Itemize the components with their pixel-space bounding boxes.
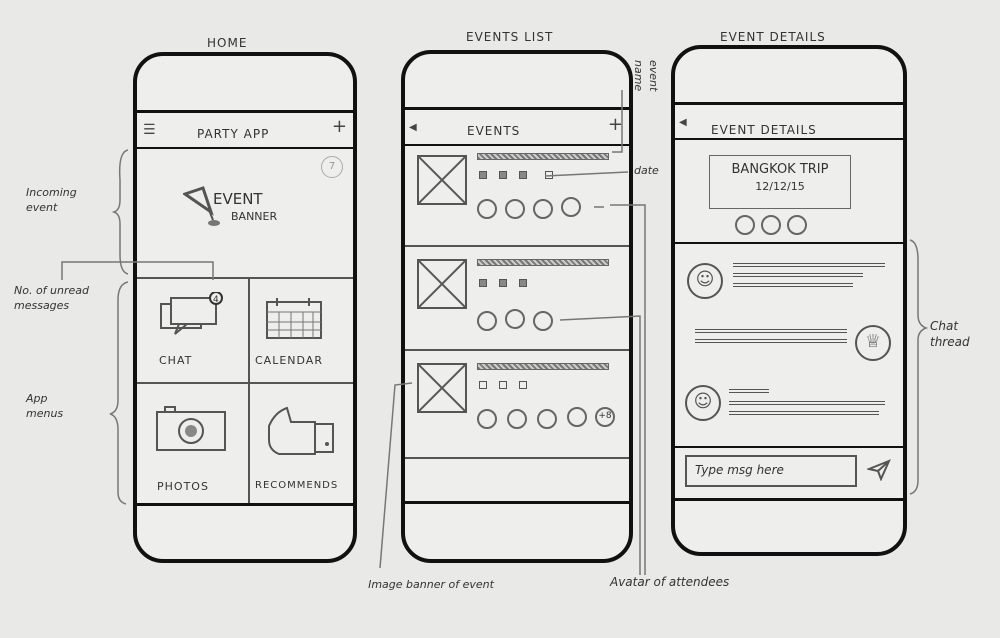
calendar-icon xyxy=(266,298,322,339)
user-avatar-icon: ☺ xyxy=(685,385,721,421)
annotation-chat-thread: Chat thread xyxy=(930,319,970,350)
chat-icon: 4 xyxy=(160,292,223,335)
event-image-placeholder xyxy=(417,155,467,205)
annotation-unread-messages: No. of unread messages xyxy=(14,284,90,312)
back-arrow-icon[interactable]: ◀ xyxy=(409,122,417,133)
back-arrow-icon[interactable]: ◀ xyxy=(679,117,687,128)
event-details-screen-title: EVENT DETAILS xyxy=(720,30,826,44)
annotation-image-banner: Image banner of event xyxy=(368,578,494,591)
event-name-bar xyxy=(477,259,609,266)
event-date: 12/12/15 xyxy=(755,180,805,193)
home-screen-title: HOME xyxy=(207,36,248,50)
unread-badge: 4 xyxy=(213,295,219,305)
event-row[interactable] xyxy=(405,147,629,245)
user-avatar-icon: ♕ xyxy=(855,325,891,361)
plus-icon[interactable]: + xyxy=(607,114,623,135)
banner-text-1: EVENT xyxy=(213,190,263,208)
event-name-bar xyxy=(477,153,609,160)
event-image-placeholder xyxy=(417,259,467,309)
menu-label: CALENDAR xyxy=(255,354,323,367)
event-info-card: BANGKOK TRIP 12/12/15 xyxy=(709,155,851,209)
plus-icon[interactable]: + xyxy=(331,116,347,137)
events-list-screen-title: EVENTS LIST xyxy=(466,30,554,44)
annotation-date: date xyxy=(634,164,659,177)
menu-photos[interactable]: PHOTOS xyxy=(137,384,248,502)
menu-chat[interactable]: 4 CHAT xyxy=(137,278,248,382)
banner-badge: 7 xyxy=(321,156,343,178)
extra-attendees-badge[interactable]: +8 xyxy=(595,407,615,427)
send-icon[interactable] xyxy=(867,459,891,481)
camera-icon xyxy=(156,406,226,451)
menu-calendar[interactable]: CALENDAR xyxy=(249,278,357,382)
home-phone: ☰ PARTY APP + 7 EVENT BANNER 4 CHAT CALE… xyxy=(133,52,357,563)
annotation-event-name: event name xyxy=(632,60,660,92)
event-details-phone: ◀ EVENT DETAILS BANGKOK TRIP 12/12/15 ☺ … xyxy=(671,45,907,556)
events-list-phone: ◀ EVENTS + +8 xyxy=(401,50,633,563)
event-row[interactable] xyxy=(405,247,629,349)
header-title: EVENTS xyxy=(467,124,521,138)
annotation-avatar-attendees: Avatar of attendees xyxy=(610,575,730,589)
menu-recommends[interactable]: RECOMMENDS xyxy=(249,384,357,502)
annotation-app-menus: App menus xyxy=(26,392,64,420)
event-name-bar xyxy=(477,363,609,370)
event-image-placeholder xyxy=(417,363,467,413)
menu-label: RECOMMENDS xyxy=(255,480,339,491)
message-input[interactable]: Type msg here xyxy=(685,455,857,487)
user-avatar-icon: ☺ xyxy=(687,263,723,299)
annotation-incoming-event: Incoming event xyxy=(26,186,77,214)
menu-label: CHAT xyxy=(159,354,193,367)
header-title: PARTY APP xyxy=(197,127,270,141)
banner-text-2: BANNER xyxy=(231,210,278,223)
event-row[interactable]: +8 xyxy=(405,351,629,457)
menu-label: PHOTOS xyxy=(157,480,209,493)
thumbs-up-icon xyxy=(268,406,334,455)
header-title: EVENT DETAILS xyxy=(711,123,817,137)
cocktail-icon xyxy=(183,186,220,226)
event-name: BANGKOK TRIP xyxy=(731,162,829,177)
hamburger-icon[interactable]: ☰ xyxy=(143,122,156,138)
